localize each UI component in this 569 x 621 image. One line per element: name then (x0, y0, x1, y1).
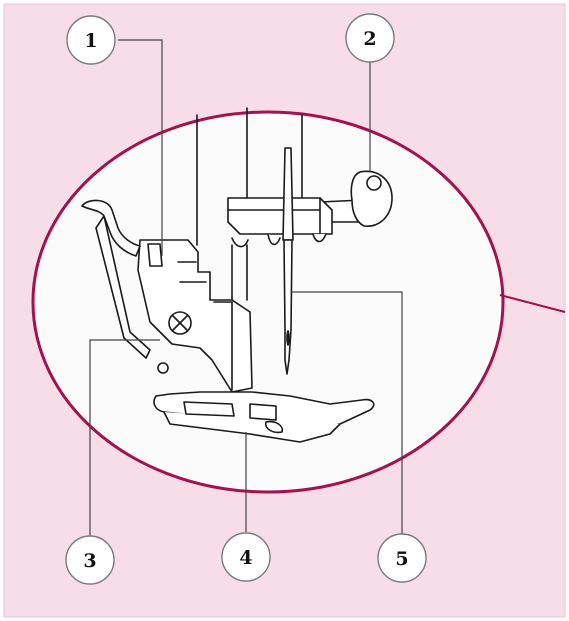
callout-label-3: 3 (83, 550, 96, 572)
callout-2: 2 (345, 13, 395, 63)
ring-leader-line (499, 294, 566, 313)
leader-line-1 (118, 39, 163, 256)
callout-circle (377, 533, 427, 583)
leader-line-5 (292, 291, 403, 534)
callout-4: 4 (221, 532, 271, 582)
panel-border (3, 3, 566, 618)
callout-circle (65, 535, 115, 585)
callout-label-1: 1 (84, 30, 97, 52)
callout-circle (221, 532, 271, 582)
leader-line-3 (89, 339, 160, 536)
callout-3: 3 (65, 535, 115, 585)
callout-1: 1 (66, 15, 116, 65)
callout-label-5: 5 (395, 548, 408, 570)
callout-5: 5 (377, 533, 427, 583)
presser-foot-illustration (81, 107, 393, 443)
callout-label-2: 2 (363, 28, 376, 50)
callout-circle (66, 15, 116, 65)
callout-label-4: 4 (239, 547, 252, 569)
leader-lines (89, 39, 403, 536)
callout-circle (345, 13, 395, 63)
